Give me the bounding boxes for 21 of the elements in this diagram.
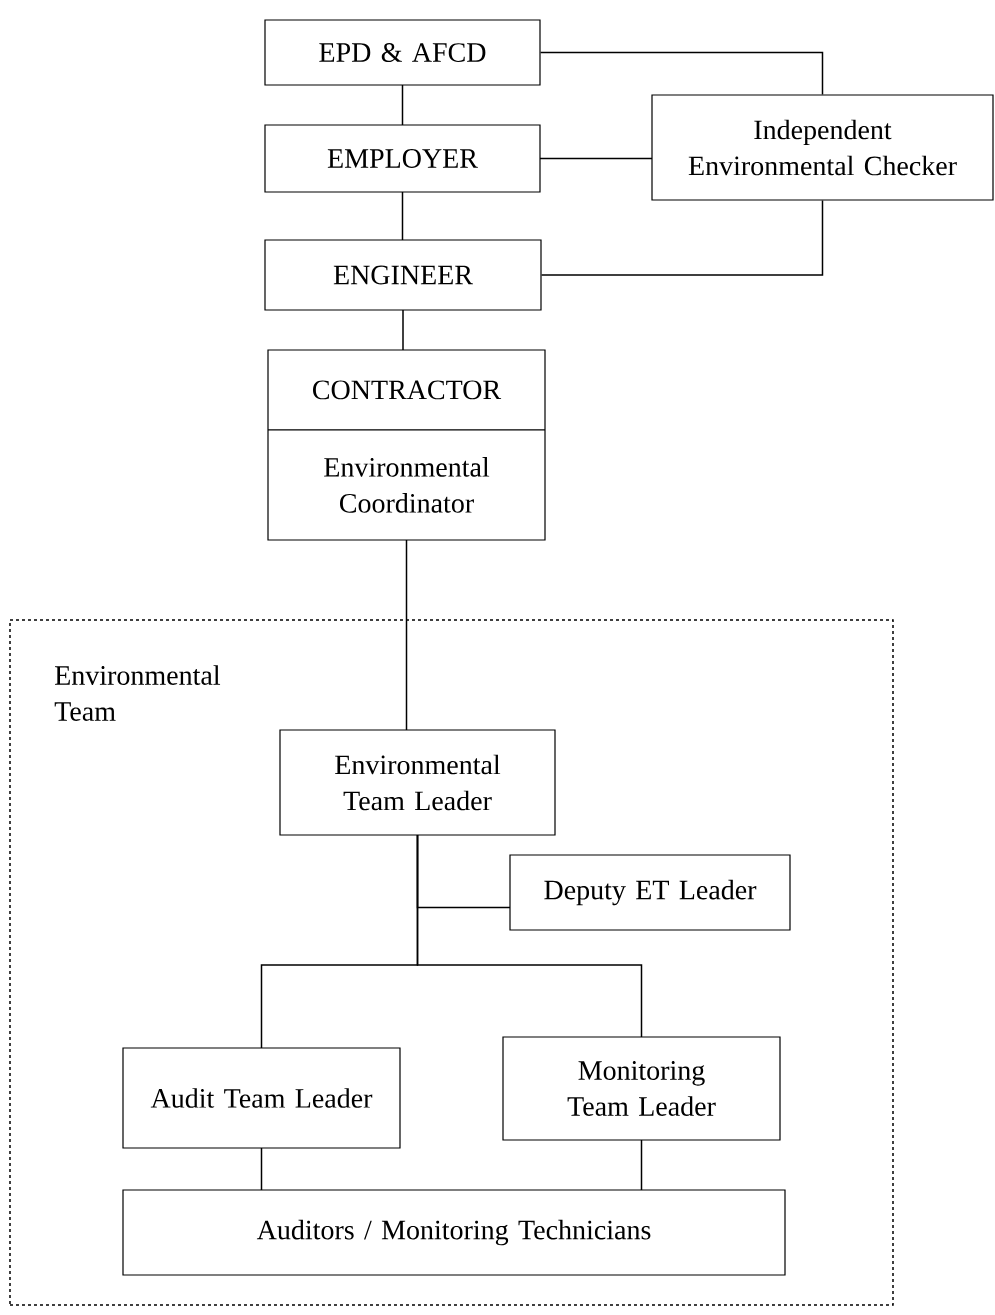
connector-line (539, 51, 824, 96)
org-box: Independent Environmental Checker (651, 94, 994, 201)
org-box: Environmental Team Leader (279, 729, 556, 836)
connector-line (416, 834, 643, 1038)
org-box: Monitoring Team Leader (502, 1036, 781, 1141)
org-box: Deputy ET Leader (509, 854, 791, 931)
connector-line (260, 1147, 263, 1191)
connector-line (640, 1139, 643, 1191)
group-label: Environmental Team (54, 665, 221, 721)
org-box: Auditors / Monitoring Technicians (122, 1189, 786, 1276)
connector-line (401, 84, 404, 126)
org-box: ENGINEER (264, 239, 542, 311)
connector-line (401, 191, 404, 241)
connector-line (402, 309, 404, 351)
org-box: EMPLOYER (264, 124, 541, 193)
connector-line (405, 539, 408, 731)
connector-line (540, 199, 824, 276)
org-box: Audit Team Leader (122, 1047, 401, 1149)
split-box: CONTRACTOR Environmental Coordinator (267, 349, 546, 541)
connector-line (539, 157, 653, 160)
org-box: EPD & AFCD (264, 19, 541, 86)
